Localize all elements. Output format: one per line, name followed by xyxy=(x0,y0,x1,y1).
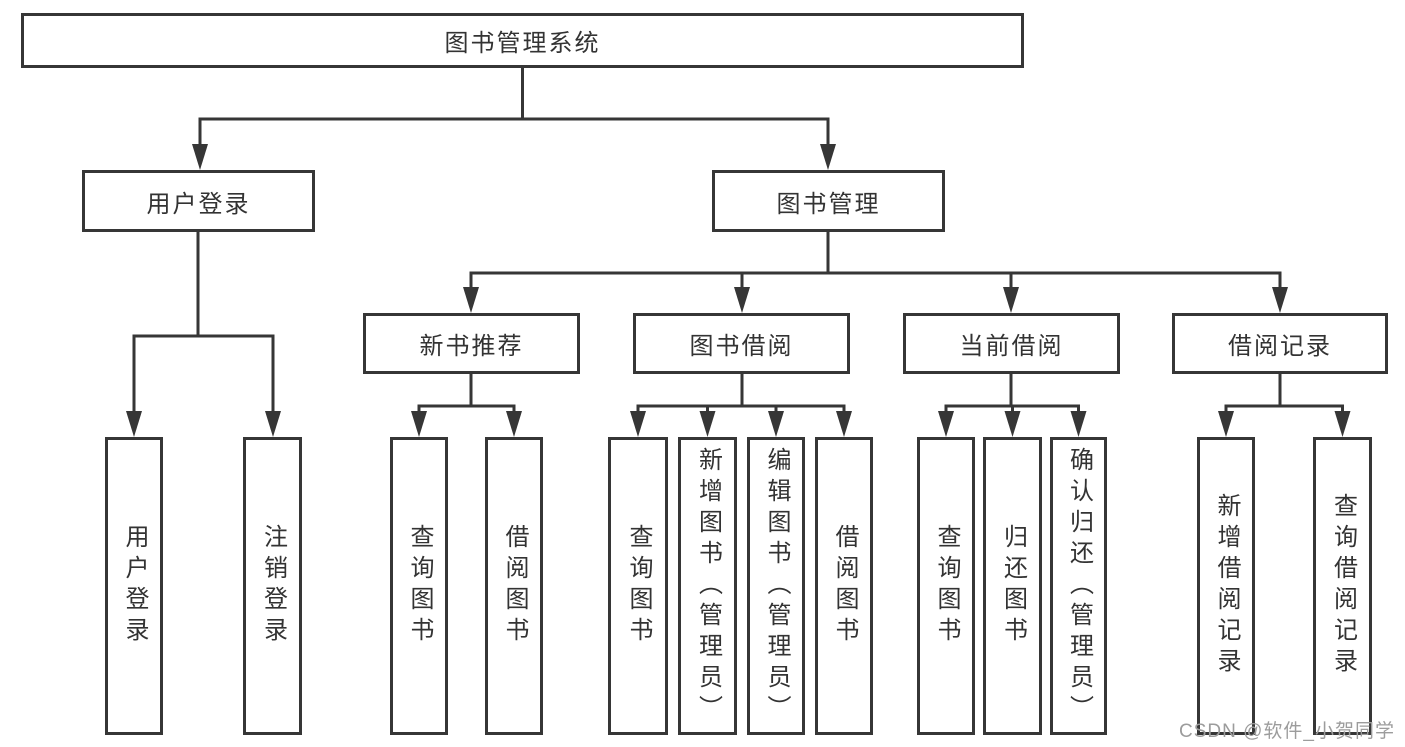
leaf-edit-books-admin: 编辑图书（管理员） xyxy=(747,437,805,735)
node-user-login: 用户登录 xyxy=(82,170,315,232)
leaf-user-login: 用户登录 xyxy=(105,437,163,735)
leaf-query-books-recommend: 查询图书 xyxy=(390,437,448,735)
leaf-add-borrow-record: 新增借阅记录 xyxy=(1197,437,1255,735)
node-new-book-recommend: 新书推荐 xyxy=(363,313,580,374)
leaf-add-books-admin: 新增图书（管理员） xyxy=(678,437,737,735)
leaf-borrow-books: 借阅图书 xyxy=(815,437,873,735)
node-current-borrow: 当前借阅 xyxy=(903,313,1120,374)
leaf-query-borrow-record: 查询借阅记录 xyxy=(1313,437,1372,735)
node-book-management: 图书管理 xyxy=(712,170,945,232)
leaf-logout: 注销登录 xyxy=(243,437,302,735)
node-book-borrow: 图书借阅 xyxy=(633,313,850,374)
leaf-query-books-borrow: 查询图书 xyxy=(608,437,668,735)
leaf-confirm-return-admin: 确认归还（管理员） xyxy=(1050,437,1107,735)
node-root: 图书管理系统 xyxy=(21,13,1024,68)
leaf-return-books: 归还图书 xyxy=(983,437,1042,735)
watermark: CSDN @软件_小贺同学 xyxy=(1179,721,1395,742)
leaf-query-books-current: 查询图书 xyxy=(917,437,975,735)
node-borrow-records: 借阅记录 xyxy=(1172,313,1388,374)
leaf-borrow-books-recommend: 借阅图书 xyxy=(485,437,543,735)
